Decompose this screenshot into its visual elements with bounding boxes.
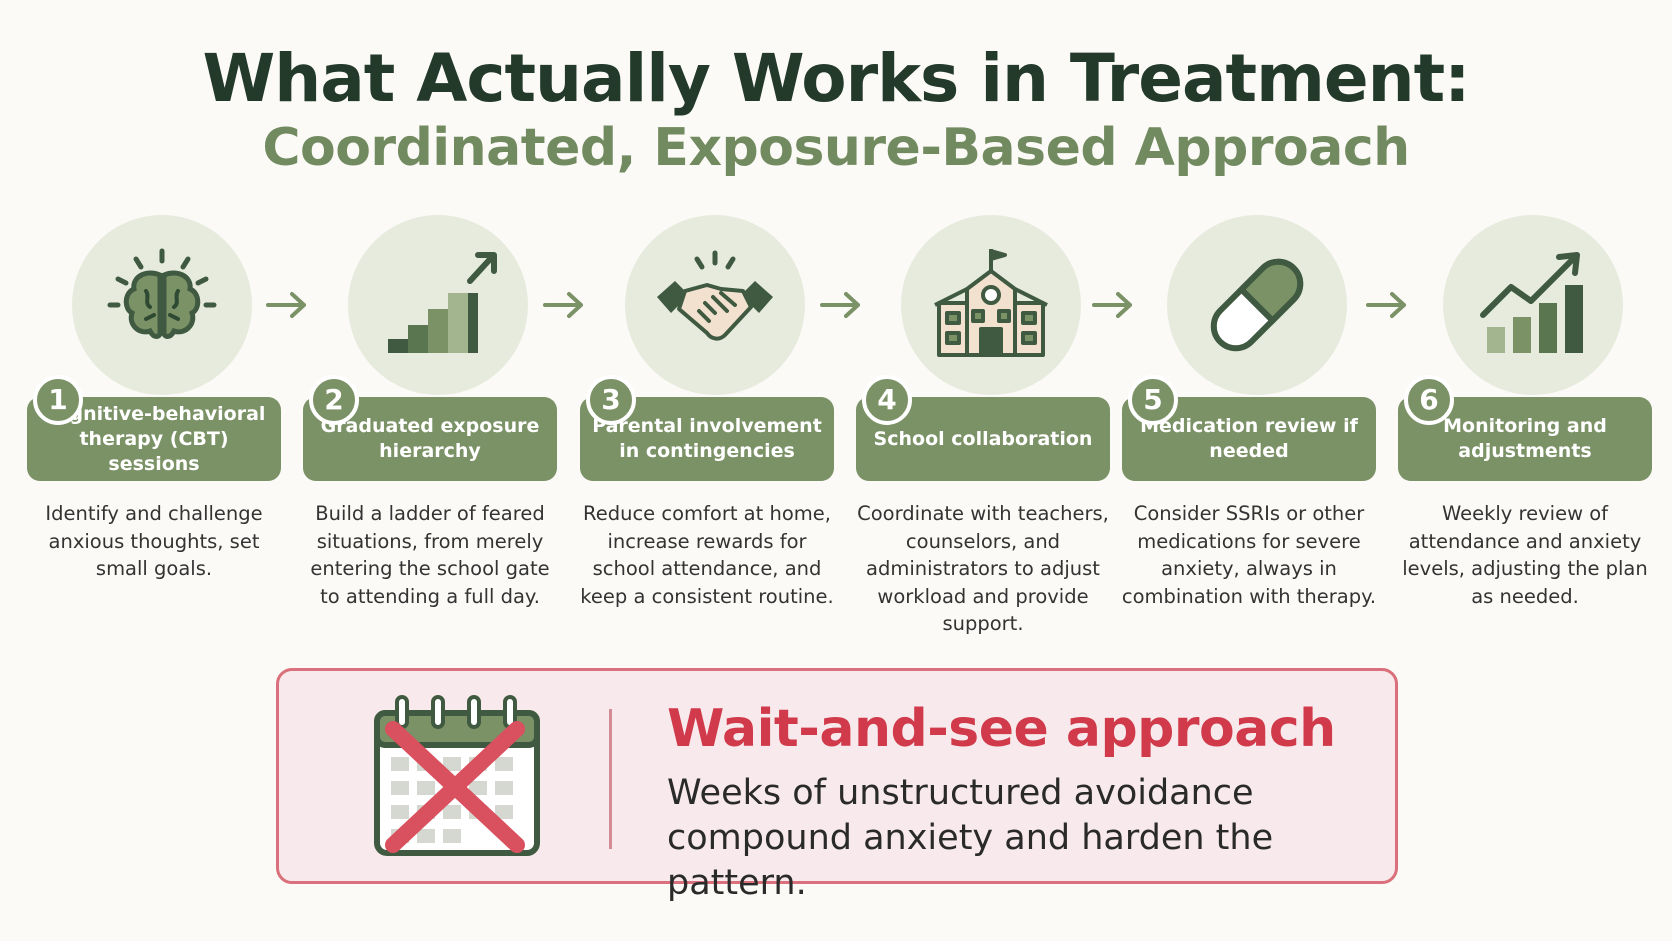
warning-title: Wait-and-see approach: [667, 699, 1336, 759]
step-description: Build a ladder of feared situations, fro…: [310, 502, 550, 608]
growth-chart-icon: [1480, 252, 1583, 353]
step-description: Weekly review of attendance and anxiety …: [1402, 502, 1648, 608]
step-description: Reduce comfort at home, increase rewards…: [580, 502, 834, 608]
warning-divider: [609, 709, 612, 849]
step-number-badge: 4: [862, 375, 912, 425]
handshake-icon: [657, 250, 773, 341]
pill-icon: [1210, 258, 1304, 352]
page-title: What Actually Works in Treatment:: [202, 40, 1470, 117]
arrow-right-icon: [1366, 292, 1406, 318]
step-icon-circle: [1443, 215, 1623, 395]
brain-icon: [107, 248, 217, 339]
stairs-arrow-icon: [388, 252, 497, 353]
step-number-badge: 6: [1404, 375, 1454, 425]
page-subtitle: Coordinated, Exposure-Based Approach: [262, 118, 1410, 178]
step-title: Cognitive-behavioral therapy (CBT) sessi…: [27, 397, 281, 481]
arrow-right-icon: [1092, 292, 1132, 318]
crossed-calendar-icon: [374, 695, 540, 856]
step-description: Consider SSRIs or other medications for …: [1121, 502, 1377, 608]
step-icon-circle: [625, 215, 805, 395]
step-icon-circle: [1167, 215, 1347, 395]
step-icon-circle: [72, 215, 252, 395]
step-icon-circle: [901, 215, 1081, 395]
warning-text: Weeks of unstructured avoidance compound…: [667, 773, 1274, 903]
arrow-right-icon: [543, 292, 583, 318]
arrow-right-icon: [266, 292, 306, 318]
warning-box: Wait-and-see approach Weeks of unstructu…: [276, 668, 1398, 903]
arrow-right-icon: [820, 292, 860, 318]
step-description: Coordinate with teachers, counselors, an…: [857, 502, 1109, 635]
step-number-badge: 2: [309, 375, 359, 425]
step-number-badge: 3: [586, 375, 636, 425]
step-number-badge: 1: [33, 375, 83, 425]
school-building-icon: [934, 249, 1048, 357]
step-number-badge: 5: [1128, 375, 1178, 425]
step-description: Identify and challenge anxious thoughts,…: [45, 502, 263, 580]
step-icon-circle: [348, 215, 528, 395]
